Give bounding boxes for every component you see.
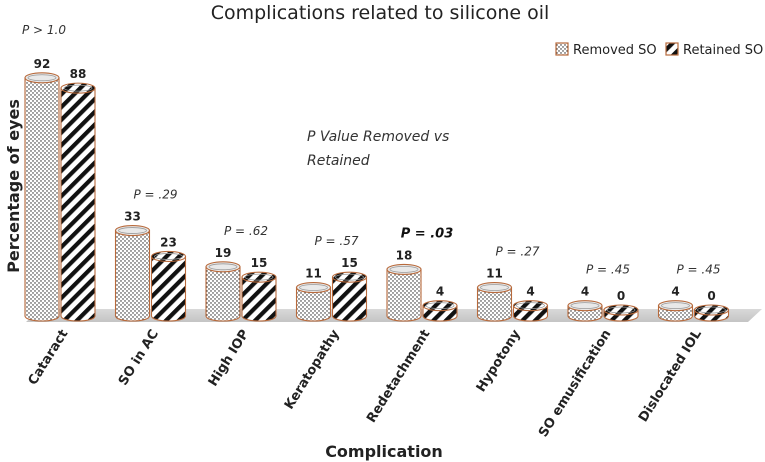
value-label-retained-hypotony: 4	[526, 285, 534, 299]
category-label-redetachment: Redetachment	[364, 327, 433, 425]
value-label-retained-cataract: 88	[70, 67, 87, 81]
p-value-label-redetachment: P = .03	[401, 226, 454, 241]
p-value-label-cataract: P > 1.0	[22, 23, 66, 37]
x-axis-title: Complication	[325, 442, 443, 461]
category-label-so-in-ac: SO in AC	[116, 327, 162, 388]
p-value-label-so-in-ac: P = .29	[133, 188, 177, 202]
category-label-keratopathy: Keratopathy	[282, 327, 343, 413]
legend-label-retained: Retained SO	[683, 43, 763, 58]
bar-retained-so-emusification	[603, 304, 639, 322]
value-label-removed-cataract: 92	[34, 57, 51, 71]
value-label-removed-dislocated-iol: 4	[671, 285, 679, 299]
category-label-high-iop: High IOP	[206, 327, 253, 389]
bar-retained-keratopathy	[331, 271, 368, 322]
category-label-so-emusification: SO emusification	[536, 327, 614, 440]
bar-removed-high-iop	[205, 261, 241, 322]
bar-removed-redetachment	[386, 263, 422, 322]
value-label-retained-so-in-ac: 23	[160, 235, 177, 249]
value-label-removed-redetachment: 18	[396, 248, 413, 262]
bar-removed-so-in-ac	[114, 224, 151, 322]
value-label-removed-high-iop: 19	[215, 246, 232, 260]
value-label-removed-so-in-ac: 33	[124, 210, 141, 224]
bar-removed-keratopathy	[295, 281, 332, 322]
p-value-label-hypotony: P = .27	[495, 245, 539, 259]
bar-retained-dislocated-iol	[693, 304, 730, 322]
bar-removed-cataract	[24, 72, 60, 322]
bar-removed-hypotony	[476, 281, 513, 322]
y-axis-title: Percentage of eyes	[4, 99, 23, 273]
category-label-hypotony: Hypotony	[474, 327, 524, 395]
bar-removed-dislocated-iol	[657, 300, 694, 322]
bar-retained-high-iop	[241, 271, 277, 322]
legend-label-removed: Removed SO	[573, 43, 657, 58]
value-label-removed-hypotony: 11	[486, 267, 503, 281]
value-label-removed-so-emusification: 4	[581, 285, 589, 299]
category-label-dislocated-iol: Dislocated IOL	[636, 327, 705, 425]
p-value-label-keratopathy: P = .57	[314, 234, 358, 248]
bar-retained-so-in-ac	[150, 250, 187, 322]
value-label-retained-keratopathy: 15	[341, 256, 358, 270]
annotation-line-1: P Value Removed vs	[307, 129, 449, 145]
legend: Removed SO Retained SO	[555, 42, 763, 58]
p-value-label-so-emusification: P = .45	[586, 263, 630, 277]
bar-retained-cataract	[60, 82, 96, 322]
legend-swatch-retained	[665, 42, 679, 56]
p-value-label-high-iop: P = .62	[224, 224, 268, 238]
value-label-retained-dislocated-iol: 0	[707, 289, 715, 303]
value-label-removed-keratopathy: 11	[305, 267, 322, 281]
bar-retained-redetachment	[422, 300, 458, 322]
bar-removed-so-emusification	[567, 300, 603, 322]
bar-group	[24, 72, 730, 322]
value-label-retained-redetachment: 4	[436, 285, 444, 299]
chart-title: Complications related to silicone oil	[211, 2, 550, 24]
annotation-line-2: Retained	[307, 153, 370, 169]
legend-swatch-removed	[555, 42, 569, 56]
value-label-retained-so-emusification: 0	[617, 289, 625, 303]
p-value-label-dislocated-iol: P = .45	[676, 263, 720, 277]
bar-retained-hypotony	[512, 300, 549, 322]
category-label-cataract: Cataract	[26, 327, 72, 388]
value-label-retained-high-iop: 15	[251, 256, 268, 270]
